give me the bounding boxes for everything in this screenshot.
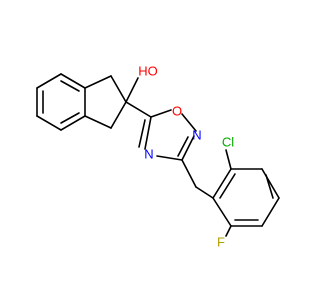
halophenyl-ring (212, 168, 280, 227)
bond-c-f (225, 225, 232, 237)
bond-c-cl (225, 149, 232, 170)
bond-ch2-phenyl (195, 186, 214, 199)
bond-c-oh (125, 77, 139, 103)
fluorine-label: F (217, 235, 225, 250)
oxadiazole-ring (138, 109, 197, 161)
bond-oxadiazole-ch2 (181, 159, 197, 188)
chlorine-label: Cl (222, 135, 234, 150)
bond-indane-oxadiazole (125, 101, 152, 118)
cyclopentane-ring-indane (84, 75, 127, 129)
ring-nitrogen-label-2: N (144, 147, 153, 162)
ring-oxygen-label: O (172, 104, 182, 119)
molecule-canvas: HO O N N Cl F (36, 64, 280, 250)
ring-nitrogen-label-1: N (192, 128, 201, 143)
structure-diagram: HO O N N Cl F (36, 64, 280, 250)
benzene-ring-indane (36, 73, 86, 131)
hydroxyl-label: HO (138, 64, 158, 79)
